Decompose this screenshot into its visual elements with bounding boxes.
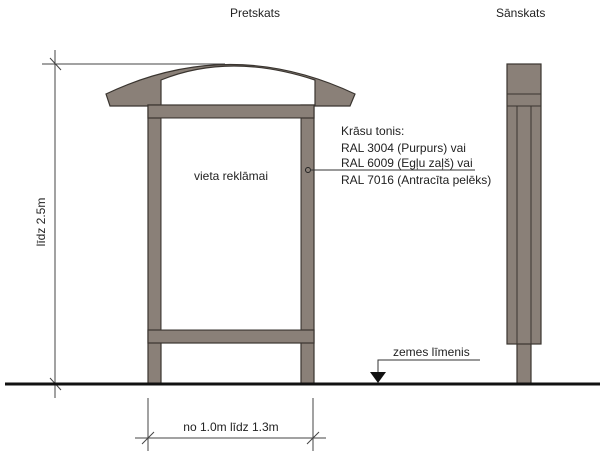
color-note: Krāsu tonis: RAL 3004 (Purpurs) vai RAL … (341, 124, 491, 187)
roof (105, 64, 356, 107)
ground-level-label: zemes līmenis (393, 345, 470, 359)
ad-space-label: vieta reklāmai (194, 169, 268, 183)
width-label: no 1.0m līdz 1.3m (183, 420, 278, 434)
color-option: RAL 7016 (Antracīta pelēks) (341, 173, 491, 187)
color-option: RAL 3004 (Purpurs) vai (341, 141, 466, 155)
front-view-title: Pretskats (230, 6, 280, 20)
height-label: līdz 2.5m (34, 198, 48, 247)
side-view (506, 63, 542, 385)
color-option: RAL 6009 (Egļu zaļš) vai (341, 156, 473, 170)
top-beam (147, 104, 315, 119)
width-dimension: no 1.0m līdz 1.3m (135, 398, 326, 451)
front-view: vieta reklāmai (105, 64, 475, 385)
color-note-title: Krāsu tonis: (341, 124, 404, 138)
height-dimension: līdz 2.5m (34, 50, 225, 398)
ground-level-marker: zemes līmenis (370, 345, 480, 383)
bottom-beam (147, 329, 315, 344)
side-view-title: Sānskats (496, 6, 545, 20)
